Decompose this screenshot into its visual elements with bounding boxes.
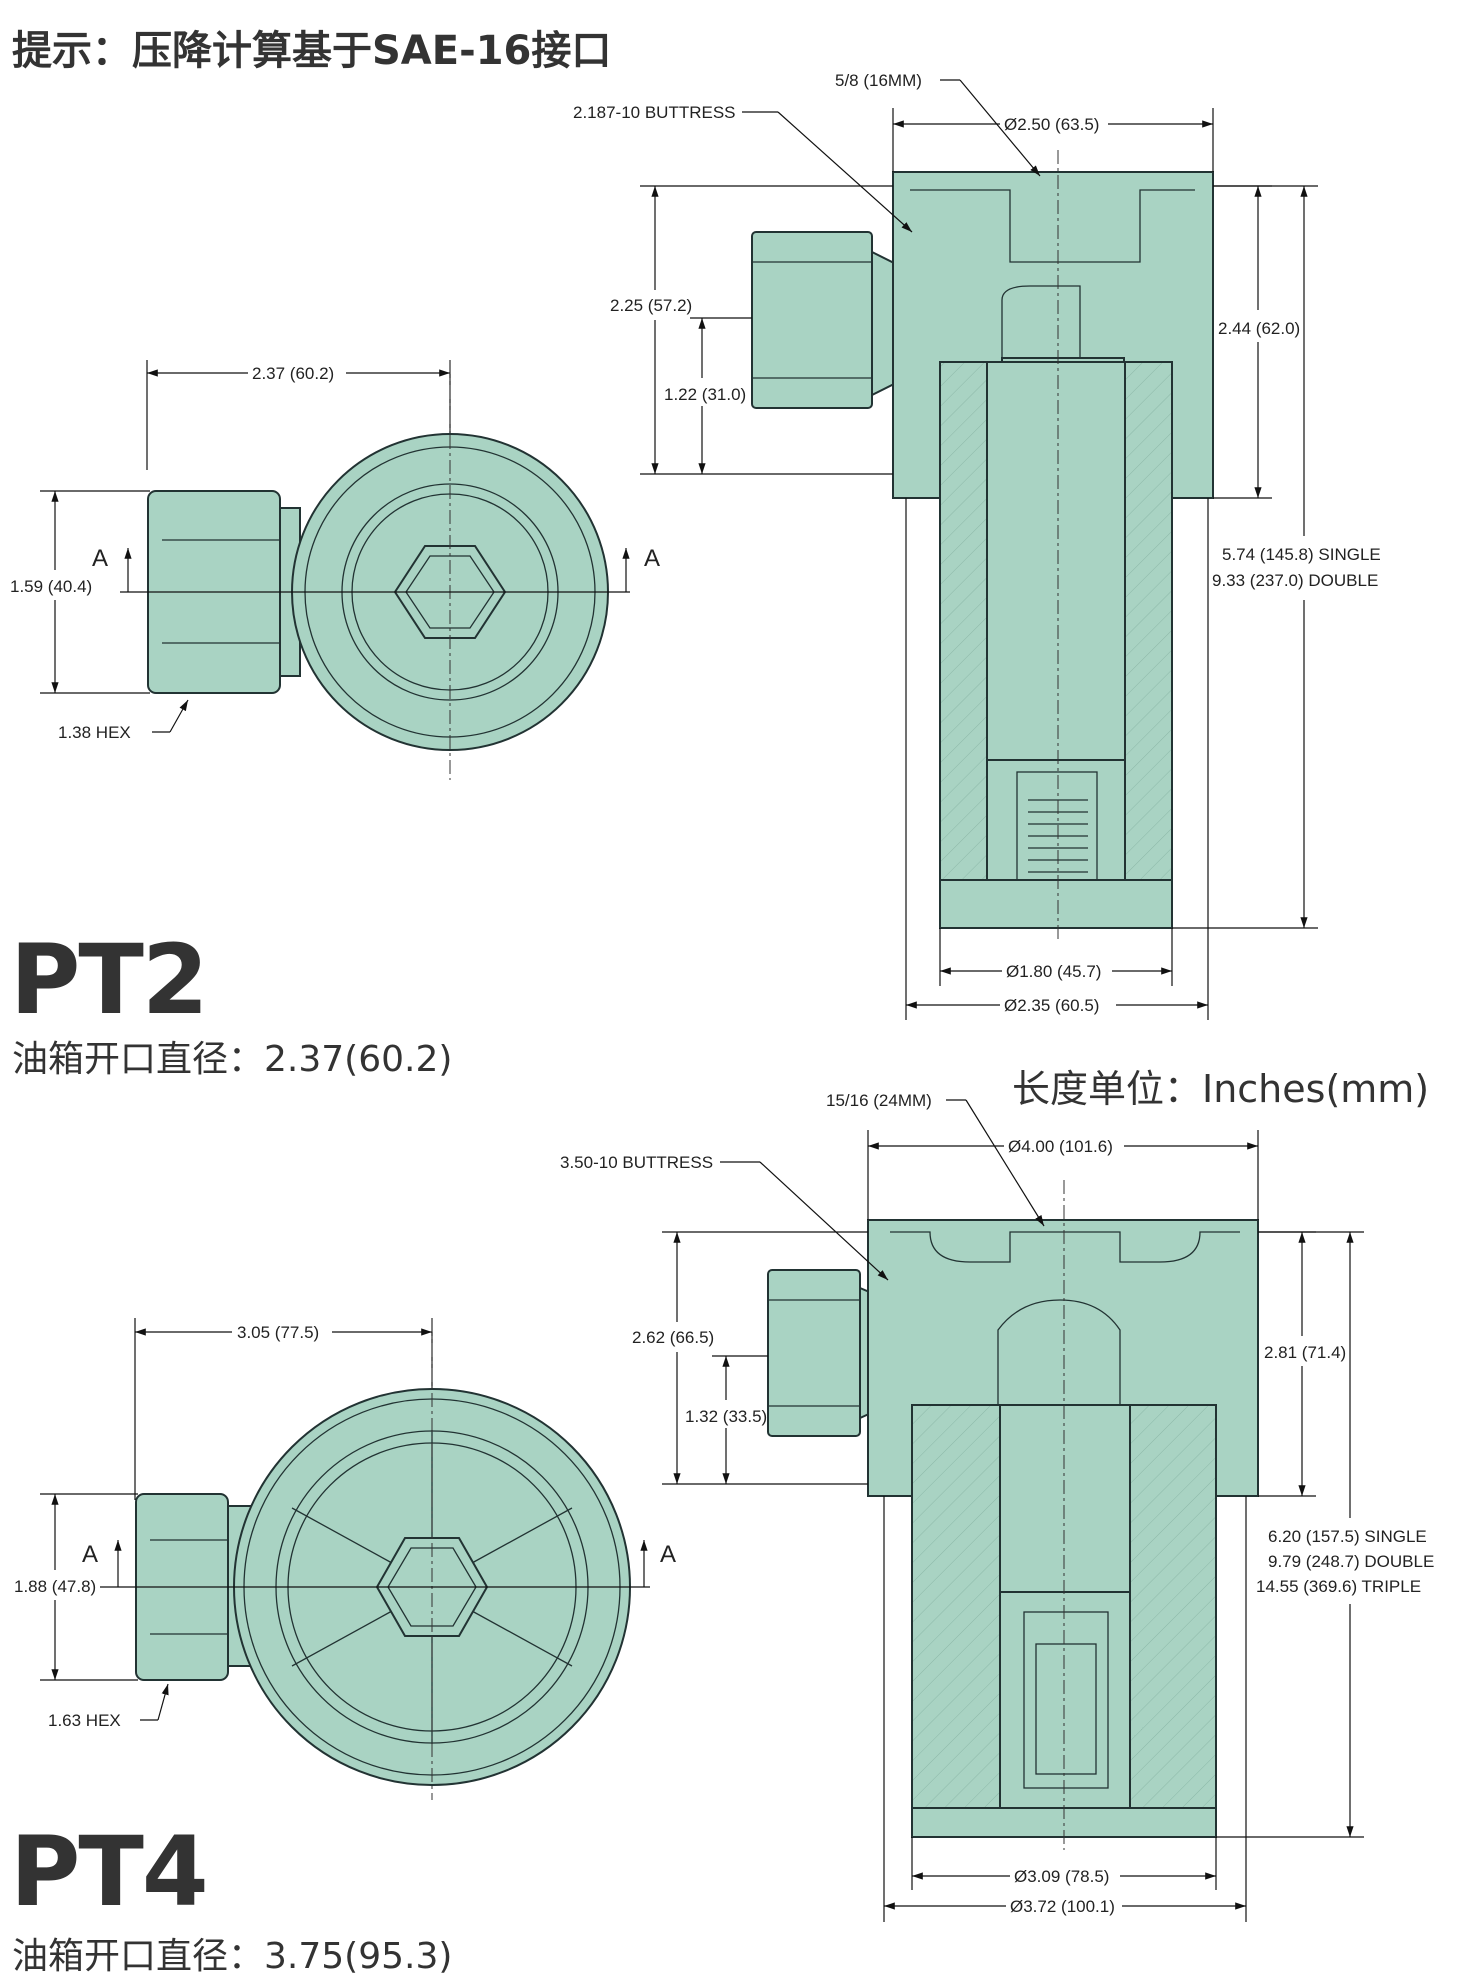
pt2-top-dia: Ø2.50 (63.5) xyxy=(1004,115,1099,134)
pt4-hex-dim: 1.63 HEX xyxy=(48,1711,121,1730)
pt4-port-center: 1.32 (33.5) xyxy=(685,1407,767,1426)
pt2-side-view: Ø2.50 (63.5) 5/8 (16MM) 2.187-10 BUTTRES… xyxy=(573,71,1381,1020)
pt2-top-width-dim: 2.37 (60.2) xyxy=(252,364,334,383)
pt4-thread: 3.50-10 BUTTRESS xyxy=(560,1153,713,1172)
pt4-length-single: 6.20 (157.5) SINGLE xyxy=(1268,1527,1427,1546)
pt2-inner-dia: Ø1.80 (45.7) xyxy=(1006,962,1101,981)
pt4-flange-height: 2.81 (71.4) xyxy=(1264,1343,1346,1362)
pt4-tank-opening: 油箱开口直径：3.75(95.3) xyxy=(12,1936,453,1977)
pt2-length-double: 9.33 (237.0) DOUBLE xyxy=(1212,571,1378,590)
pt4-section-right: A xyxy=(660,1541,676,1568)
pt2-port-center: 1.22 (31.0) xyxy=(664,385,746,404)
pt2-outer-dia: Ø2.35 (60.5) xyxy=(1004,996,1099,1015)
pt2-top-height-dim: 1.59 (40.4) xyxy=(10,577,92,596)
units-note: 长度单位：Inches(mm) xyxy=(1012,1067,1430,1111)
hint-title: 提示：压降计算基于SAE-16接口 xyxy=(12,28,612,74)
pt2-thread: 2.187-10 BUTTRESS xyxy=(573,103,736,122)
pt4-side-view: Ø4.00 (101.6) 15/16 (24MM) 3.50-10 BUTTR… xyxy=(560,1091,1434,1922)
pt4-top-height-dim: 1.88 (47.8) xyxy=(14,1577,96,1596)
pt2-top-view: 2.37 (60.2) 1.59 (40.4) A A 1.38 HEX xyxy=(10,360,660,780)
pt2-port-height: 2.25 (57.2) xyxy=(610,296,692,315)
pt4-length-double: 9.79 (248.7) DOUBLE xyxy=(1268,1552,1434,1571)
pt4-top-dia: Ø4.00 (101.6) xyxy=(1008,1137,1113,1156)
pt4-socket: 15/16 (24MM) xyxy=(826,1091,932,1110)
pt4-length-triple: 14.55 (369.6) TRIPLE xyxy=(1256,1577,1421,1596)
pt2-length-single: 5.74 (145.8) SINGLE xyxy=(1222,545,1381,564)
pt4-port-height: 2.62 (66.5) xyxy=(632,1328,714,1347)
pt4-section-left: A xyxy=(82,1541,98,1568)
pt2-socket: 5/8 (16MM) xyxy=(835,71,922,90)
pt4-inner-dia: Ø3.09 (78.5) xyxy=(1014,1867,1109,1886)
pt2-section-right: A xyxy=(644,545,660,572)
pt4-model-label: PT4 xyxy=(10,1816,209,1928)
pt2-hex-dim: 1.38 HEX xyxy=(58,723,131,742)
pt2-section-left: A xyxy=(92,545,108,572)
pt2-tank-opening: 油箱开口直径：2.37(60.2) xyxy=(12,1039,453,1080)
pt4-top-view: 3.05 (77.5) 1.88 (47.8) A A 1.63 xyxy=(14,1318,676,1800)
pt2-flange-height: 2.44 (62.0) xyxy=(1218,319,1300,338)
pt4-outer-dia: Ø3.72 (100.1) xyxy=(1010,1897,1115,1916)
pt4-top-width-dim: 3.05 (77.5) xyxy=(237,1323,319,1342)
pt2-model-label: PT2 xyxy=(10,924,209,1036)
